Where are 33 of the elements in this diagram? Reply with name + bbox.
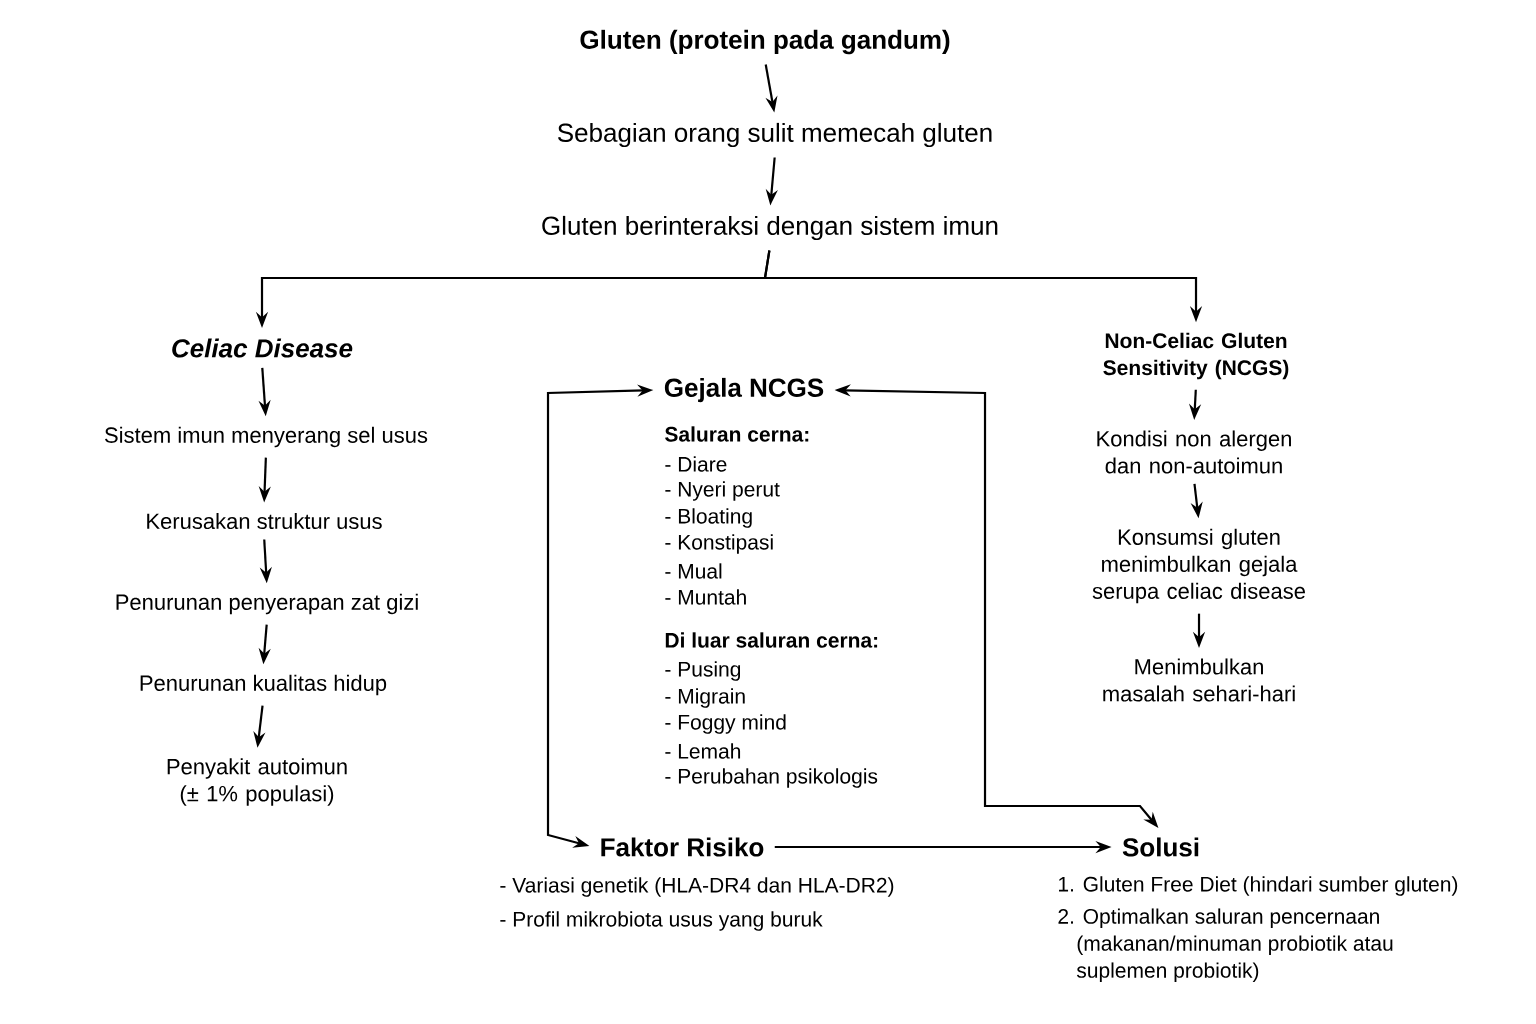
list-item: - Pusing bbox=[665, 661, 741, 681]
list-item: - Bloating bbox=[665, 508, 752, 528]
subheading: Saluran cerna: bbox=[665, 426, 809, 442]
list-item: - Nyeri perut bbox=[665, 481, 780, 501]
section-heading: Faktor Risiko bbox=[601, 837, 764, 857]
step-text: Penurunan penyerapan zat gizi bbox=[116, 593, 418, 615]
step-text: Menimbulkan masalah sehari-hari bbox=[1103, 658, 1295, 702]
list-item: - Mual bbox=[665, 563, 722, 579]
list-item: - Perubahan psikologis bbox=[665, 768, 878, 788]
step-text: Kondisi non alergen dan non-autoimun bbox=[1097, 430, 1291, 474]
list-item: - Migrain bbox=[665, 688, 745, 708]
step-text: Kerusakan struktur usus bbox=[147, 512, 382, 530]
list-item: - Muntah bbox=[665, 589, 746, 605]
step-text: Sistem imun menyerang sel usus bbox=[105, 426, 428, 448]
list-item: - Variasi genetik (HLA-DR4 dan HLA-DR2) bbox=[500, 877, 894, 897]
section-heading: Solusi bbox=[1122, 837, 1199, 857]
list-item: - Konstipasi bbox=[665, 534, 773, 554]
list-item: 1. Gluten Free Diet (hindari sumber gluten) bbox=[1059, 876, 1458, 896]
heading-text: Celiac Disease bbox=[172, 338, 353, 358]
list-item: 2. Optimalkan saluran pencernaan (makanan/minuman probiotik atau suplemen probiotik) bbox=[1058, 908, 1393, 982]
step-text: Konsumsi gluten menimbulkan gejala serupa celiac disease bbox=[1092, 528, 1305, 604]
step-text: Gluten berinteraksi dengan sistem imun bbox=[542, 215, 998, 241]
section-heading: Gejala NCGS bbox=[664, 377, 824, 403]
step-text: Penyakit autoimun (± 1% populasi) bbox=[167, 758, 347, 806]
list-item: - Profil mikrobiota usus yang buruk bbox=[500, 911, 823, 931]
subheading: Di luar saluran cerna: bbox=[665, 632, 878, 648]
list-item: - Foggy mind bbox=[665, 714, 786, 734]
list-item: - Diare bbox=[665, 456, 727, 472]
title-text: Gluten (protein pada gandum) bbox=[580, 29, 950, 55]
heading-text: Non-Celiac Gluten Sensitivity (NCGS) bbox=[1103, 332, 1289, 380]
step-text: Penurunan kualitas hidup bbox=[140, 674, 387, 696]
list-item: - Lemah bbox=[665, 743, 741, 759]
step-text: Sebagian orang sulit memecah gluten bbox=[557, 122, 992, 148]
